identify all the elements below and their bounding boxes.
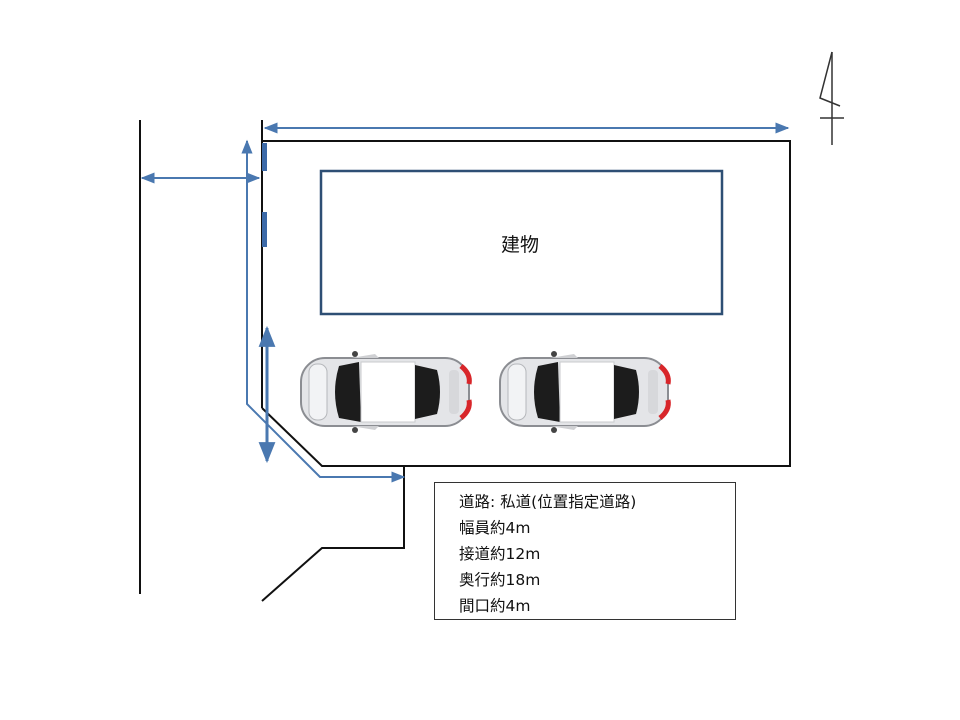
road-right-edge bbox=[261, 466, 405, 602]
north-arrow-icon bbox=[819, 51, 844, 145]
building-label: 建物 bbox=[500, 234, 539, 256]
depth-arrow bbox=[241, 139, 406, 483]
road-info-box: 道路: 私道(位置指定道路) 幅員約4m 接道約12m 奥行約18m 間口約4m bbox=[434, 482, 736, 620]
road-width-text: 幅員約4m bbox=[459, 519, 531, 537]
frontage-text: 間口約4m bbox=[459, 597, 531, 615]
car-icon bbox=[500, 351, 668, 433]
depth-text: 奥行約18m bbox=[459, 571, 541, 589]
gate-post bbox=[262, 212, 267, 247]
frontage-road-text: 接道約12m bbox=[459, 545, 541, 563]
car-icon bbox=[301, 351, 469, 433]
gate-post bbox=[262, 143, 267, 171]
road-type-text: 道路: 私道(位置指定道路) bbox=[459, 493, 637, 511]
